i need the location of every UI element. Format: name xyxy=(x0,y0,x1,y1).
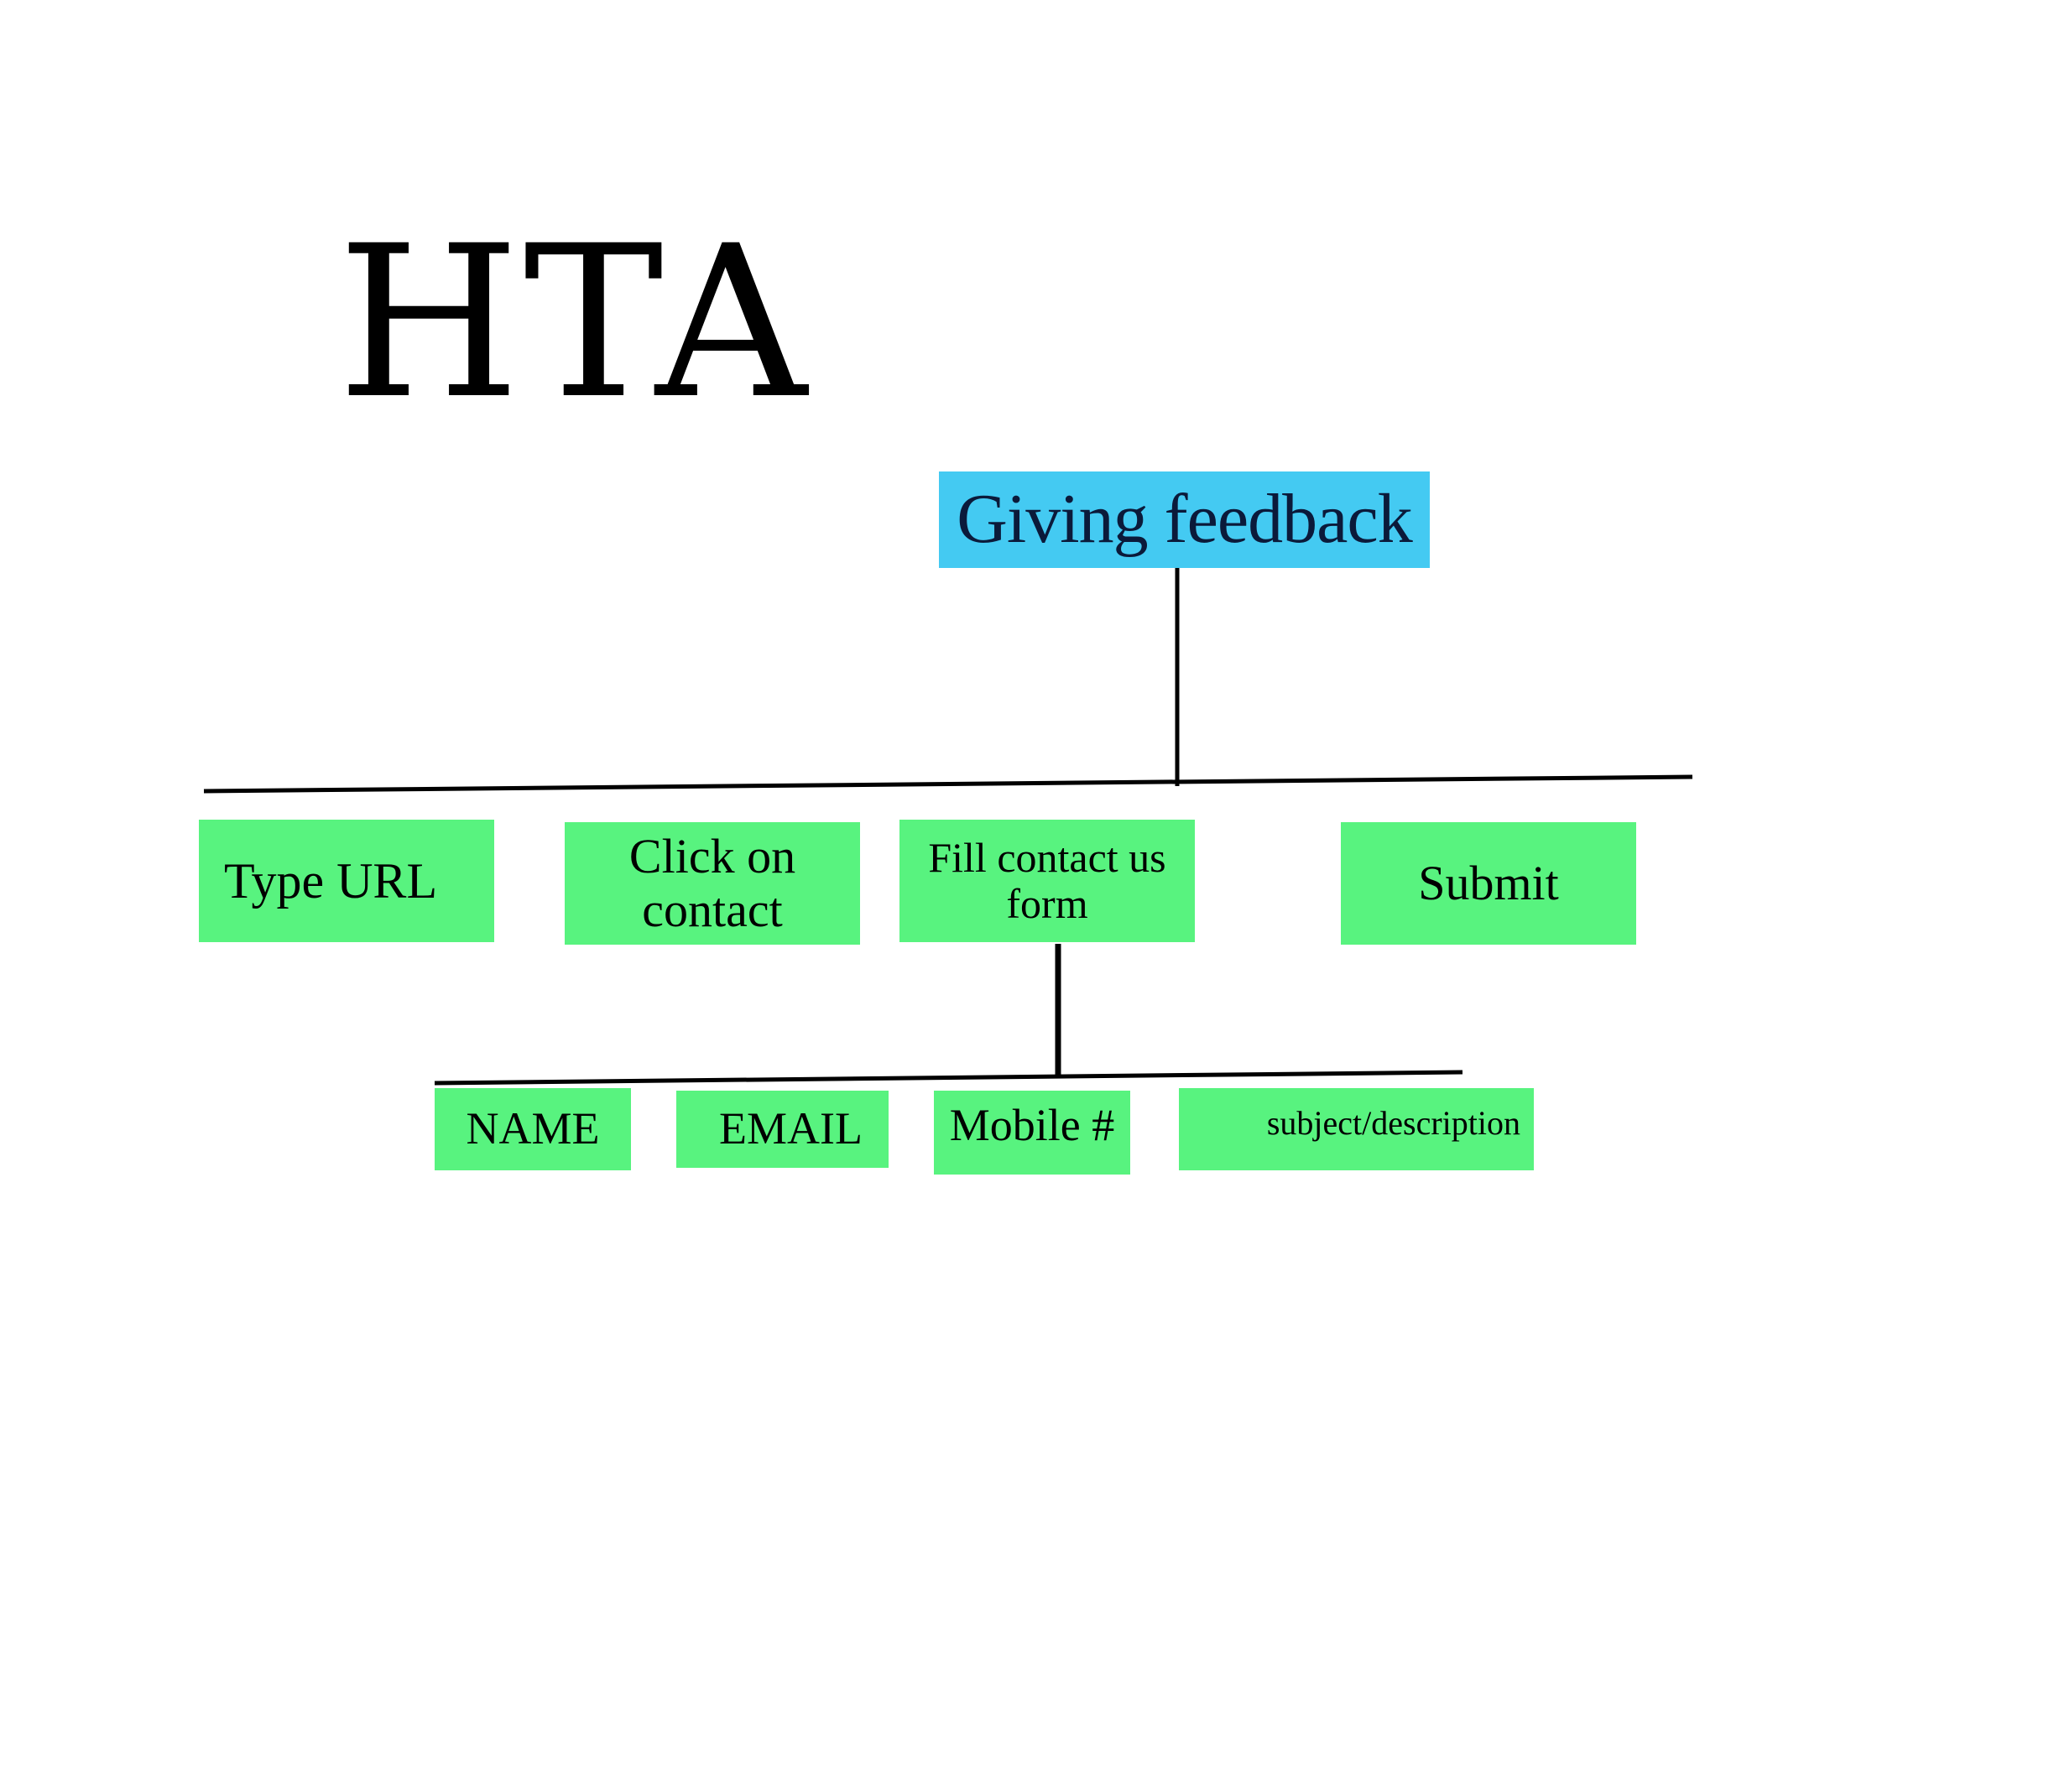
subtask-label: Submit xyxy=(1418,856,1559,911)
subtask-click-on-contact: Click on contact xyxy=(565,822,860,945)
form-field-label: subject/description xyxy=(1266,1104,1520,1142)
form-field-label: Mobile # xyxy=(949,1100,1115,1150)
subtask-label: Type URL xyxy=(224,853,438,909)
form-field-label: NAME xyxy=(466,1103,600,1154)
subtask-label: Click on contact xyxy=(628,829,796,937)
form-field-name: NAME xyxy=(435,1088,631,1170)
form-field-mobile: Mobile # xyxy=(934,1091,1130,1175)
form-field-email: EMAIL xyxy=(676,1091,889,1168)
root-task-giving-feedback: Giving feedback xyxy=(939,471,1430,568)
level2-bar-line xyxy=(434,1070,1463,1086)
subtask-type-url: Type URL xyxy=(199,820,494,942)
subtask-fill-contact-form: Fill contact us form xyxy=(899,820,1195,942)
subtask-label: Fill contact us form xyxy=(928,834,1166,927)
form-field-subject-description: subject/description xyxy=(1179,1088,1534,1170)
root-task-label: Giving feedback xyxy=(957,480,1412,559)
level1-bar-line xyxy=(203,774,1693,794)
diagram-title: HTA xyxy=(337,201,811,445)
subtask-submit: Submit xyxy=(1341,822,1636,945)
form-field-label: EMAIL xyxy=(719,1103,863,1154)
